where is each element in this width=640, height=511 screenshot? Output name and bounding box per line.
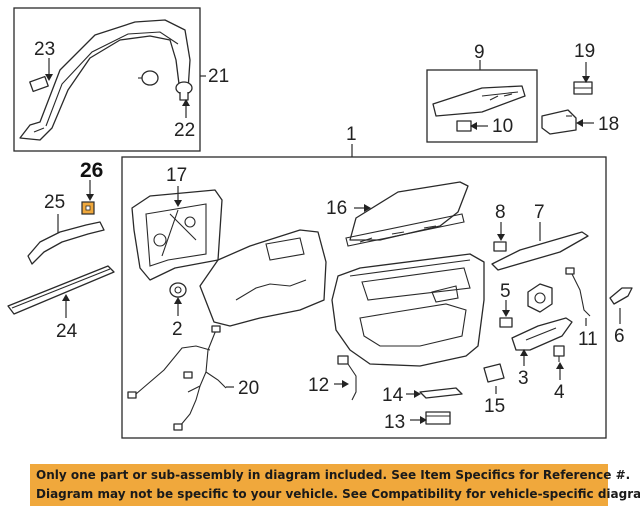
- callout-7: 7: [534, 202, 545, 223]
- grommet-2-part: [169, 282, 187, 298]
- harness-12-part: [337, 355, 357, 401]
- lamp-14-part: [419, 387, 463, 399]
- callout-25: 25: [44, 192, 65, 213]
- window-frame-part: [19, 19, 191, 141]
- screw-4-part: [553, 345, 565, 362]
- parts-diagram: 23 21 22 9 10 19 18 1 26 25 24 17 16 8 7…: [7, 7, 633, 439]
- callout-24: 24: [56, 321, 78, 342]
- clip-26-part: [81, 201, 95, 215]
- strip-7-part: [491, 231, 589, 271]
- callout-21: 21: [208, 66, 229, 87]
- callout-23: 23: [34, 39, 55, 60]
- switch-10-part: [456, 120, 472, 132]
- molding-25-part: [27, 221, 105, 265]
- callout-10: 10: [492, 116, 513, 137]
- clip-23-part: [29, 75, 49, 93]
- callout-8: 8: [495, 202, 506, 223]
- callout-5: 5: [500, 281, 511, 302]
- switch-19-part: [573, 81, 593, 95]
- clip-5-part: [499, 317, 513, 328]
- motor-5-part: [527, 283, 553, 313]
- callout-16: 16: [326, 198, 347, 219]
- callout-18: 18: [598, 114, 619, 135]
- grommet-22-part: [175, 81, 193, 101]
- callout-19: 19: [574, 41, 595, 62]
- switch-18-part: [541, 109, 577, 135]
- callout-1: 1: [346, 124, 357, 145]
- callout-17: 17: [166, 165, 187, 186]
- callout-2: 2: [172, 319, 183, 340]
- switch-box: [426, 69, 538, 143]
- trim-6-part: [609, 287, 633, 305]
- callout-15: 15: [484, 396, 505, 417]
- weatherstrip-24-part: [7, 265, 115, 315]
- callout-12: 12: [308, 375, 329, 396]
- lamp-13-part: [425, 411, 451, 425]
- door-trim-part: [331, 253, 485, 367]
- callout-20: 20: [238, 378, 259, 399]
- harness-11-part: [565, 267, 591, 317]
- callout-26: 26: [80, 159, 103, 182]
- disclaimer-line-2: Diagram may not be specific to your vehi…: [36, 487, 640, 501]
- callout-6: 6: [614, 326, 625, 347]
- disclaimer-line-1: Only one part or sub-assembly in diagram…: [36, 468, 631, 482]
- callout-4: 4: [554, 382, 565, 403]
- harness-20-part: [127, 325, 227, 431]
- bumper-part: [138, 70, 159, 86]
- switch-15-part: [483, 363, 505, 383]
- callout-13: 13: [384, 412, 405, 433]
- callout-3: 3: [518, 368, 529, 389]
- trim-16-part: [345, 181, 469, 247]
- disclaimer-banner: Only one part or sub-assembly in diagram…: [30, 464, 640, 506]
- callout-22: 22: [174, 120, 195, 141]
- deflector-part: [199, 229, 327, 327]
- callout-9: 9: [474, 42, 485, 63]
- clip-8-part: [493, 241, 507, 252]
- callout-11: 11: [578, 329, 598, 350]
- module-17-part: [131, 189, 223, 281]
- callout-14: 14: [382, 385, 404, 406]
- switch-bezel-part: [432, 85, 526, 117]
- frame-box: [13, 7, 201, 152]
- main-box: [121, 156, 607, 439]
- handle-3-part: [511, 317, 573, 351]
